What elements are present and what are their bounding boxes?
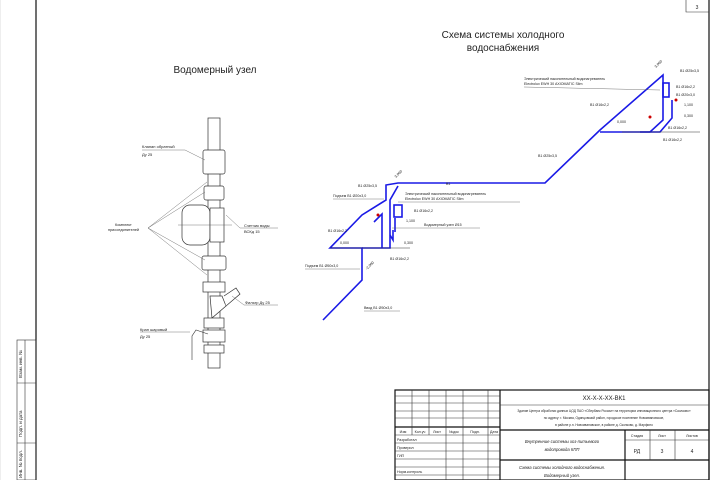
svg-text:Подъем В1 Ø20х3,0: Подъем В1 Ø20х3,0 — [333, 194, 366, 198]
svg-text:В1 Ø25х3,5: В1 Ø25х3,5 — [538, 154, 557, 158]
svg-text:Подъем В1 Ø50х3,0: Подъем В1 Ø50х3,0 — [305, 264, 338, 268]
svg-text:В1 Ø16х2,2: В1 Ø16х2,2 — [663, 138, 682, 142]
svg-text:Счетчик воды: Счетчик воды — [244, 223, 270, 228]
svg-text:Electrolux EWH 30 AXIOMATIC Sl: Electrolux EWH 30 AXIOMATIC Slim — [405, 197, 463, 201]
svg-text:Проверил: Проверил — [397, 446, 414, 450]
water-meter-assembly — [178, 117, 241, 369]
svg-text:Здание Центра обработки данных: Здание Центра обработки данных ЦОД ПАО «… — [517, 409, 690, 413]
svg-text:3: 3 — [661, 449, 664, 455]
scheme-callouts: Электрический накопительный водонагреват… — [305, 60, 699, 312]
svg-text:1,100: 1,100 — [684, 103, 693, 107]
svg-text:№док: №док — [449, 430, 459, 434]
svg-text:Электрический накопительный во: Электрический накопительный водонагреват… — [524, 77, 605, 81]
svg-text:РД: РД — [634, 449, 641, 455]
svg-text:присоединителей: присоединителей — [108, 228, 139, 232]
svg-text:В1 Ø16х2,2: В1 Ø16х2,2 — [390, 257, 409, 261]
svg-text:Лист: Лист — [658, 434, 666, 438]
side-stamps: Взам. инв. № Подп. и дата Инв. № подл. — [16, 339, 37, 480]
svg-text:по адресу: г. Москва, Одинцовс: по адресу: г. Москва, Одинцовский район,… — [544, 416, 665, 420]
svg-text:Изм: Изм — [400, 430, 407, 434]
stamp-replace-inv: Взам. инв. № — [18, 350, 23, 378]
meter-callouts: Клапан обратный Дү 25 Комплект присоедин… — [108, 144, 278, 339]
svg-text:Стадия: Стадия — [631, 434, 643, 438]
svg-text:ВСКд 15: ВСКд 15 — [244, 229, 260, 234]
svg-text:ГИП: ГИП — [397, 454, 405, 458]
svg-text:1,100: 1,100 — [406, 219, 415, 223]
check-valve — [202, 149, 226, 175]
svg-text:-2,000: -2,000 — [365, 261, 375, 271]
svg-text:Водомерный узел Ø15: Водомерный узел Ø15 — [424, 223, 462, 227]
svg-text:В1 Ø16х2,2: В1 Ø16х2,2 — [414, 209, 433, 213]
svg-text:3,000: 3,000 — [654, 60, 663, 69]
water-heater-1 — [393, 204, 403, 218]
svg-text:Подп.: Подп. — [470, 430, 480, 434]
cold-water-pipes — [322, 73, 700, 321]
svg-text:Дү 25: Дү 25 — [140, 334, 151, 339]
svg-text:Норм.контроль: Норм.контроль — [397, 470, 422, 474]
svg-text:Разработал: Разработал — [397, 438, 417, 442]
svg-text:Лист: Лист — [433, 430, 441, 434]
svg-text:В1 Ø16х2,2: В1 Ø16х2,2 — [676, 85, 695, 89]
svg-text:Листов: Листов — [686, 434, 698, 438]
svg-text:Electrolux EWH 30 AXIOMATIC Sl: Electrolux EWH 30 AXIOMATIC Slim — [524, 82, 582, 86]
svg-text:В1 Ø16х2,2: В1 Ø16х2,2 — [590, 103, 609, 107]
svg-text:Ввод В1 Ø50х3,0: Ввод В1 Ø50х3,0 — [364, 306, 392, 310]
svg-text:Клапан обратный: Клапан обратный — [142, 144, 175, 149]
water-heater-2 — [662, 82, 670, 98]
svg-text:3: 3 — [696, 5, 699, 11]
sheet-number-box: 3 — [685, 0, 709, 13]
svg-text:В1 Ø20х3,0: В1 Ø20х3,0 — [676, 93, 695, 97]
svg-text:Электрический накопительный во: Электрический накопительный водонагреват… — [405, 192, 486, 196]
water-meter-title: Водомерный узел — [173, 65, 256, 76]
svg-text:в районе р.п. Новоивановское,: в районе р.п. Новоивановское, в районе д… — [555, 423, 653, 427]
svg-text:Внутренние системы хоз-питьево: Внутренние системы хоз-питьевого — [525, 439, 600, 444]
stamp-inv-orig: Инв. № подл. — [18, 450, 23, 478]
svg-text:Кол.уч: Кол.уч — [415, 430, 426, 434]
scheme-title-line1: Схема системы холодного — [442, 30, 565, 41]
svg-text:0,300: 0,300 — [684, 114, 693, 118]
svg-text:В1 Ø25х3,5: В1 Ø25х3,5 — [680, 69, 699, 73]
scheme-title-line2: водоснабжения — [467, 42, 539, 54]
title-block: Изм Кол.уч Лист №док Подп. Дата Разработ… — [394, 389, 710, 480]
svg-text:В1 Ø16х2,2: В1 Ø16х2,2 — [328, 229, 347, 233]
stamp-sign-date: Подп. и дата — [18, 410, 23, 437]
svg-text:0,300: 0,300 — [404, 241, 413, 245]
svg-text:Дү 25: Дү 25 — [142, 152, 153, 157]
svg-text:Кран шаровый: Кран шаровый — [140, 327, 167, 332]
svg-text:Водомерный узел.: Водомерный узел. — [544, 473, 580, 478]
svg-text:Фильтр Дү 25: Фильтр Дү 25 — [245, 300, 271, 305]
svg-text:Комплект: Комплект — [115, 223, 132, 227]
svg-text:Схема системы холодного водосн: Схема системы холодного водоснабжения. — [519, 465, 605, 470]
svg-text:В1: В1 — [446, 182, 450, 186]
svg-text:Дата: Дата — [490, 430, 498, 434]
document-code: XX-X-X-XX-ВК1 — [583, 396, 627, 402]
ball-valve — [202, 329, 226, 343]
svg-text:В1 Ø25х3,5: В1 Ø25х3,5 — [358, 184, 377, 188]
svg-text:3,000: 3,000 — [394, 170, 403, 179]
svg-text:0,000: 0,000 — [617, 120, 626, 124]
svg-text:В1 Ø16х2,2: В1 Ø16х2,2 — [668, 126, 687, 130]
svg-text:водопровода КПП: водопровода КПП — [545, 447, 581, 452]
svg-text:4: 4 — [691, 449, 694, 455]
svg-text:0,000: 0,000 — [340, 241, 349, 245]
